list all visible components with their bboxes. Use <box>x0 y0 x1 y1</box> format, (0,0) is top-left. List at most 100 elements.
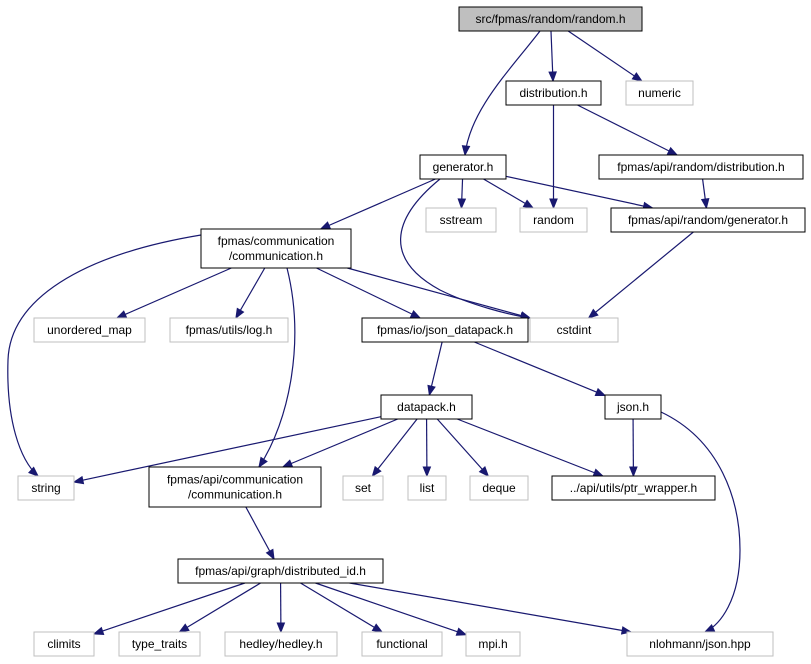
node-box <box>469 475 529 501</box>
edge-api-distribution-h-to-api-generator-h <box>700 178 710 210</box>
node-box <box>610 207 806 233</box>
node-mpi-h[interactable]: mpi.h <box>465 631 521 657</box>
edge-datapack-h-to-ptr-wrapper-h <box>456 418 605 477</box>
edge-json-datapack-h-to-datapack-h <box>427 341 443 397</box>
node-ptr-wrapper-h[interactable]: ../api/utils/ptr_wrapper.h <box>551 475 716 501</box>
node-label: fpmas/io/json_datapack.h <box>377 323 513 337</box>
edge-communication-h-to-cstdint <box>347 267 532 320</box>
node-box <box>148 466 322 508</box>
node-label: distribution.h <box>519 86 587 100</box>
node-distribution-h[interactable]: distribution.h <box>505 80 602 106</box>
node-api-communication-h[interactable]: fpmas/api/communication/communication.h <box>148 466 322 508</box>
node-random-h[interactable]: src/fpmas/random/random.h <box>458 6 643 32</box>
edge-communication-h-to-json-datapack-h <box>316 267 422 319</box>
node-box <box>604 394 662 420</box>
node-random[interactable]: random <box>519 207 588 233</box>
node-cstdint[interactable]: cstdint <box>529 317 619 343</box>
node-string[interactable]: string <box>17 475 75 501</box>
node-generator-h[interactable]: generator.h <box>419 154 507 180</box>
node-label: fpmas/utils/log.h <box>186 323 273 337</box>
node-label: ../api/utils/ptr_wrapper.h <box>570 481 697 495</box>
edge-distributed-id-h-to-nlohmann-json-hpp <box>349 582 633 635</box>
node-box <box>380 394 473 420</box>
node-label: hedley/hedley.h <box>239 637 322 651</box>
node-climits[interactable]: climits <box>33 631 95 657</box>
node-label: climits <box>47 637 80 651</box>
node-label: numeric <box>638 86 681 100</box>
edges-layer <box>7 30 741 636</box>
edge-datapack-h-to-api-communication-h <box>281 418 399 468</box>
node-communication-h[interactable]: fpmas/communication/communication.h <box>200 228 352 269</box>
node-label: generator.h <box>433 160 494 174</box>
edge-generator-h-to-communication-h <box>319 178 436 230</box>
node-json-datapack-h[interactable]: fpmas/io/json_datapack.h <box>361 317 529 343</box>
edge-api-generator-h-to-cstdint <box>587 231 694 319</box>
node-box <box>626 631 774 657</box>
node-box <box>361 317 529 343</box>
node-distributed-id-h[interactable]: fpmas/api/graph/distributed_id.h <box>177 558 384 584</box>
node-log-h[interactable]: fpmas/utils/log.h <box>169 317 289 343</box>
node-label: random <box>533 213 574 227</box>
edge-distribution-h-to-random <box>549 105 558 210</box>
edge-datapack-h-to-set <box>371 418 418 478</box>
edge-random-h-to-numeric <box>567 30 643 82</box>
edge-json-h-to-ptr-wrapper-h <box>629 418 638 478</box>
edge-distributed-id-h-to-climits <box>92 582 246 635</box>
edge-datapack-h-to-deque <box>436 418 490 478</box>
edge-communication-h-to-log-h <box>235 267 266 320</box>
node-nlohmann-json-hpp[interactable]: nlohmann/json.hpp <box>626 631 774 657</box>
node-type-traits[interactable]: type_traits <box>118 631 201 657</box>
node-box <box>407 475 447 501</box>
node-unordered-map[interactable]: unordered_map <box>33 317 146 343</box>
edge-generator-h-to-random <box>483 178 535 209</box>
node-functional[interactable]: functional <box>361 631 443 657</box>
edge-json-h-to-nlohmann-json-hpp <box>660 411 741 633</box>
node-sstream[interactable]: sstream <box>425 207 497 233</box>
node-deque[interactable]: deque <box>469 475 529 501</box>
node-json-h[interactable]: json.h <box>604 394 662 420</box>
edge-distributed-id-h-to-functional <box>300 582 384 633</box>
edge-json-datapack-h-to-json-h <box>474 341 607 397</box>
node-api-distribution-h[interactable]: fpmas/api/random/distribution.h <box>598 154 804 180</box>
node-box <box>17 475 75 501</box>
node-label: src/fpmas/random/random.h <box>475 12 625 26</box>
node-box <box>551 475 716 501</box>
node-set[interactable]: set <box>342 475 384 501</box>
node-hedley-h[interactable]: hedley/hedley.h <box>224 631 338 657</box>
node-box <box>625 80 694 106</box>
node-api-generator-h[interactable]: fpmas/api/random/generator.h <box>610 207 806 233</box>
edge-api-communication-h-to-distributed-id-h <box>245 506 275 561</box>
node-label: functional <box>376 637 427 651</box>
node-label: unordered_map <box>47 323 132 337</box>
node-box <box>169 317 289 343</box>
node-label: fpmas/communication <box>218 234 335 248</box>
node-numeric[interactable]: numeric <box>625 80 694 106</box>
edge-distributed-id-h-to-hedley-h <box>276 582 286 634</box>
edge-generator-h-to-sstream <box>457 178 467 210</box>
node-label: set <box>355 481 372 495</box>
edge-communication-h-to-api-communication-h <box>258 267 296 469</box>
edge-datapack-h-to-string <box>72 416 382 485</box>
node-box <box>598 154 804 180</box>
node-label: string <box>31 481 60 495</box>
nodes-layer: src/fpmas/random/random.h distribution.h n… <box>17 6 806 657</box>
node-box <box>425 207 497 233</box>
node-label: list <box>420 481 435 495</box>
node-box <box>505 80 602 106</box>
node-datapack-h[interactable]: datapack.h <box>380 394 473 420</box>
edge-distributed-id-h-to-mpi-h <box>315 582 468 636</box>
node-box <box>224 631 338 657</box>
node-label: type_traits <box>132 637 187 651</box>
node-box <box>361 631 443 657</box>
node-list[interactable]: list <box>407 475 447 501</box>
node-label: nlohmann/json.hpp <box>649 637 751 651</box>
node-label: /communication.h <box>229 249 323 263</box>
node-box <box>118 631 201 657</box>
edge-communication-h-to-string <box>7 234 202 477</box>
node-box <box>529 317 619 343</box>
node-box <box>458 6 643 32</box>
edge-random-h-to-distribution-h <box>548 30 557 83</box>
node-box <box>33 317 146 343</box>
node-label: fpmas/api/communication <box>167 473 303 487</box>
